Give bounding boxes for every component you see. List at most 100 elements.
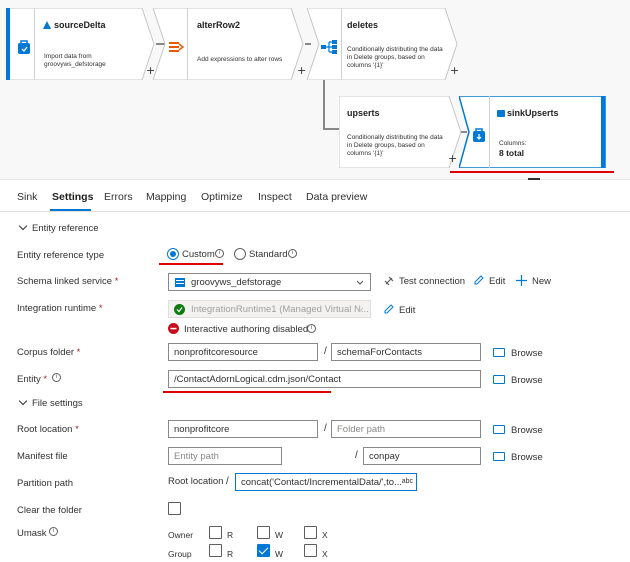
tab-mapping[interactable]: Mapping bbox=[146, 191, 187, 203]
node-description: Import data from groovyws_defstorage bbox=[44, 53, 106, 68]
data-flow-canvas[interactable]: sourceDelta Import data from groovyws_de… bbox=[0, 0, 630, 180]
node-description: Add expressions to alter rows bbox=[197, 56, 283, 63]
expression-type-badge: abc bbox=[401, 478, 413, 485]
section-entity-reference[interactable]: Entity reference bbox=[18, 221, 99, 234]
partition-path-input[interactable]: concat('Contact/IncrementalData/',to... … bbox=[235, 473, 417, 491]
browse-entity-button[interactable]: Browse bbox=[493, 374, 543, 386]
columns-label: Columns: bbox=[499, 140, 527, 147]
tab-inspect[interactable]: Inspect bbox=[258, 191, 292, 203]
root-location-prefix: Root location bbox=[168, 476, 224, 487]
group-execute-checkbox[interactable] bbox=[304, 544, 317, 557]
tab-data-preview[interactable]: Data preview bbox=[306, 191, 368, 203]
radio-standard-label[interactable]: Standard bbox=[249, 249, 288, 260]
path-separator: / bbox=[226, 476, 229, 487]
columns-value: 8 total bbox=[499, 148, 525, 158]
node-name: alterRow2 bbox=[197, 20, 241, 30]
edit-runtime-button[interactable]: Edit bbox=[399, 305, 416, 316]
tab-settings[interactable]: Settings bbox=[52, 191, 94, 203]
browse-manifest-button[interactable]: Browse bbox=[493, 451, 543, 463]
canvas-resize-handle[interactable] bbox=[528, 178, 540, 180]
node-upserts[interactable]: upserts Conditionally distributing the d… bbox=[339, 96, 463, 168]
node-description: Conditionally distributing the data in D… bbox=[347, 46, 443, 69]
highlight-underline bbox=[159, 263, 223, 265]
node-left-bar bbox=[6, 8, 10, 80]
node-alterRow2[interactable]: alterRow2 Add expressions to alter rows bbox=[153, 8, 305, 80]
corpus-subfolder-input[interactable]: schemaForContacts bbox=[331, 343, 481, 361]
plus-icon bbox=[516, 275, 527, 286]
manifest-name-input[interactable]: conpay bbox=[363, 447, 481, 465]
check-circle-icon bbox=[174, 304, 185, 315]
chevron-down-icon bbox=[356, 280, 364, 285]
node-name: deletes bbox=[347, 20, 379, 30]
owner-write-checkbox[interactable] bbox=[257, 526, 270, 539]
tab-optimize[interactable]: Optimize bbox=[201, 191, 243, 203]
integration-runtime-label: Integration runtime * bbox=[17, 303, 103, 314]
source-icon bbox=[18, 40, 30, 54]
info-icon: i bbox=[49, 527, 58, 536]
browse-corpus-button[interactable]: Browse bbox=[493, 347, 543, 359]
highlight-underline bbox=[163, 391, 331, 393]
new-linked-service-button[interactable]: New bbox=[532, 276, 552, 287]
owner-execute-checkbox[interactable] bbox=[304, 526, 317, 539]
radio-standard[interactable] bbox=[234, 248, 246, 260]
radio-custom[interactable] bbox=[167, 248, 179, 260]
node-sourceDelta[interactable]: sourceDelta Import data from groovyws_de… bbox=[6, 8, 156, 80]
sink-icon bbox=[473, 128, 485, 142]
browse-root-button[interactable]: Browse bbox=[493, 424, 543, 436]
clear-folder-label: Clear the folder bbox=[17, 505, 82, 516]
node-deletes[interactable]: deletes Conditionally distributing the d… bbox=[307, 8, 459, 80]
info-icon: i bbox=[307, 324, 316, 333]
path-separator: / bbox=[324, 346, 327, 357]
entity-input[interactable]: /ContactAdornLogical.cdm.json/Contact bbox=[168, 370, 481, 388]
owner-read-checkbox[interactable] bbox=[209, 526, 222, 539]
write-label: W bbox=[275, 530, 284, 540]
read-label: R bbox=[227, 549, 234, 559]
schema-linked-service-select[interactable]: groovyws_defstorage bbox=[168, 273, 371, 291]
add-after-sourceDelta[interactable]: + bbox=[146, 64, 156, 77]
node-name: sinkUpserts bbox=[507, 108, 559, 118]
schema-linked-service-label: Schema linked service * bbox=[17, 276, 119, 287]
corpus-folder-input[interactable]: nonprofitcoresource bbox=[168, 343, 318, 361]
root-location-label: Root location * bbox=[17, 424, 79, 435]
add-after-alterRow2[interactable]: + bbox=[297, 64, 307, 77]
highlight-underline bbox=[450, 171, 614, 173]
entity-path-input[interactable]: Entity path bbox=[168, 447, 282, 465]
node-sinkUpserts[interactable]: sinkUpserts Columns: 8 total bbox=[459, 96, 607, 168]
chevron-down-icon bbox=[18, 396, 28, 406]
integration-runtime-select[interactable]: IntegrationRuntime1 (Managed Virtual N..… bbox=[168, 300, 371, 318]
add-after-upserts[interactable]: + bbox=[448, 152, 458, 165]
folder-icon bbox=[493, 425, 505, 434]
execute-label: X bbox=[322, 549, 328, 559]
section-file-settings[interactable]: File settings bbox=[18, 396, 83, 409]
test-connection-icon bbox=[384, 276, 394, 286]
source-small-icon bbox=[43, 21, 51, 29]
sink-small-icon bbox=[497, 110, 505, 117]
umask-owner-label: Owner bbox=[168, 530, 194, 540]
add-after-deletes[interactable]: + bbox=[450, 64, 460, 77]
test-connection-button[interactable]: Test connection bbox=[399, 276, 466, 287]
edit-linked-service-button[interactable]: Edit bbox=[489, 276, 506, 287]
folder-path-input[interactable]: Folder path bbox=[331, 420, 481, 438]
root-location-input[interactable]: nonprofitcore bbox=[168, 420, 318, 438]
umask-label: Umask bbox=[17, 528, 47, 539]
entity-reference-type-label: Entity reference type bbox=[17, 250, 105, 261]
group-write-checkbox[interactable] bbox=[257, 544, 270, 557]
manifest-file-label: Manifest file bbox=[17, 451, 68, 462]
node-name: upserts bbox=[347, 108, 380, 118]
edit-icon bbox=[474, 275, 484, 285]
group-read-checkbox[interactable] bbox=[209, 544, 222, 557]
path-separator: / bbox=[324, 423, 327, 434]
chevron-down-icon bbox=[18, 221, 28, 231]
tab-errors[interactable]: Errors bbox=[104, 191, 133, 203]
partition-path-label: Partition path bbox=[17, 478, 73, 489]
clear-folder-checkbox[interactable] bbox=[168, 502, 181, 515]
info-icon: i bbox=[52, 373, 61, 382]
radio-custom-label[interactable]: Custom bbox=[182, 249, 215, 260]
path-separator: / bbox=[355, 450, 358, 461]
folder-icon bbox=[493, 348, 505, 357]
tab-sink[interactable]: Sink bbox=[17, 191, 38, 203]
folder-icon bbox=[493, 375, 505, 384]
settings-tabs: Sink Settings Errors Mapping Optimize In… bbox=[0, 182, 630, 212]
read-label: R bbox=[227, 530, 234, 540]
info-icon: i bbox=[215, 249, 224, 258]
